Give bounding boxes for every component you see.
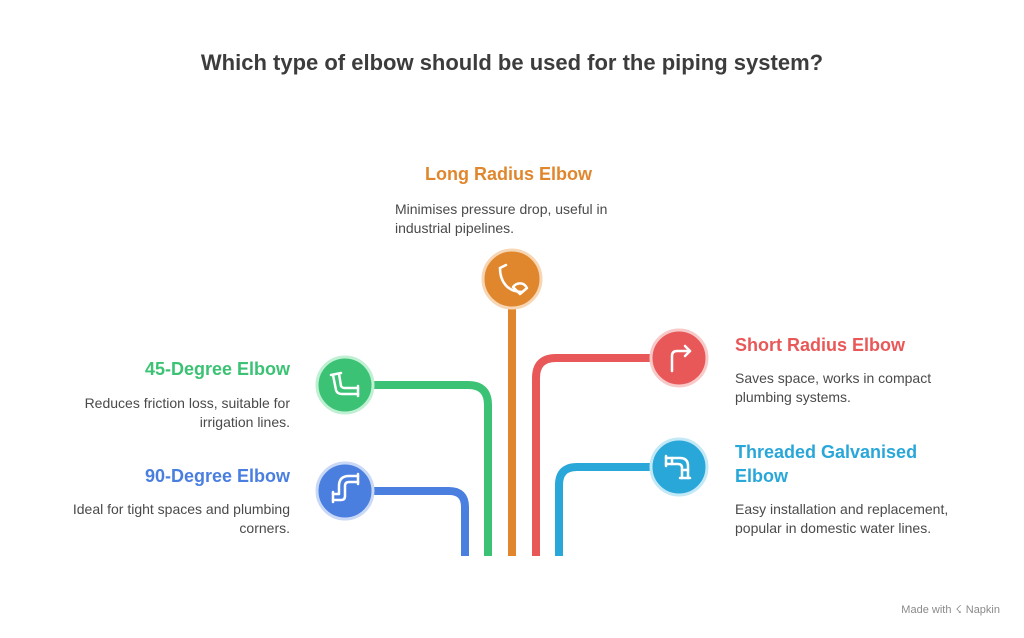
connector-45-degree bbox=[371, 381, 492, 556]
degree-45-description: Reduces friction loss, suitable for irri… bbox=[84, 395, 290, 430]
degree-90-heading: 90-Degree Elbow bbox=[144, 466, 290, 486]
degree-45-node bbox=[315, 355, 375, 415]
made-with-napkin: Made with ☇ Napkin bbox=[901, 603, 1000, 617]
long-radius-node bbox=[481, 248, 543, 310]
connector-90-degree bbox=[371, 487, 469, 556]
threaded-heading: Threaded Galvanised Elbow bbox=[735, 442, 918, 486]
degree-90-node bbox=[315, 461, 375, 521]
short-radius-node bbox=[649, 328, 709, 388]
pipe-joint-icon bbox=[664, 454, 692, 480]
degree-45-heading: 45-Degree Elbow bbox=[144, 359, 290, 379]
s-pipe-icon bbox=[331, 472, 360, 504]
connector-threaded bbox=[555, 463, 655, 556]
long-radius-description: Minimises pressure drop, useful in indus… bbox=[395, 201, 608, 236]
made-with-label: Made with bbox=[901, 603, 952, 616]
bent-pipe-icon bbox=[329, 371, 360, 398]
threaded-node bbox=[649, 437, 709, 497]
brand-name: Napkin bbox=[965, 603, 1000, 616]
napkin-icon: ☇ bbox=[955, 604, 962, 616]
turn-right-arrow-icon bbox=[670, 344, 692, 373]
threaded-description: Easy installation and replacement, popul… bbox=[735, 501, 949, 536]
degree-90-description: Ideal for tight spaces and plumbing corn… bbox=[72, 501, 290, 536]
curved-pipe-icon bbox=[498, 263, 529, 296]
connector-short-radius bbox=[532, 354, 655, 556]
short-radius-description: Saves space, works in compact plumbing s… bbox=[735, 370, 932, 405]
long-radius-heading: Long Radius Elbow bbox=[425, 164, 592, 184]
diagram-title: Which type of elbow should be used for t… bbox=[200, 50, 824, 75]
short-radius-heading: Short Radius Elbow bbox=[735, 335, 906, 355]
